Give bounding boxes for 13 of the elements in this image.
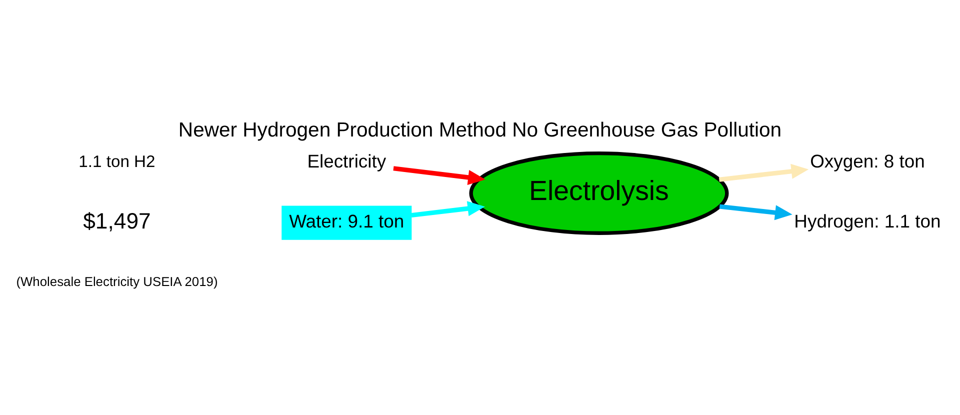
arrow (719, 204, 792, 220)
node-box: Water: 9.1 ton (282, 205, 412, 240)
arrow (718, 163, 809, 182)
label: $1,497 (83, 208, 151, 233)
node-text: Oxygen: 8 ton (810, 150, 925, 171)
arrow (411, 200, 485, 218)
node-ellipse: Electrolysis (469, 151, 729, 234)
node-text: Hydrogen: 1.1 ton (794, 210, 941, 231)
label: (Wholesale Electricity USEIA 2019) (16, 274, 218, 289)
diagram-title: Newer Hydrogen Production Method No Greenhouse Gas Pollution (178, 119, 782, 142)
label: 1.1 ton H2 (78, 151, 156, 170)
arrow (393, 166, 486, 184)
node-text: Electricity (307, 150, 386, 171)
